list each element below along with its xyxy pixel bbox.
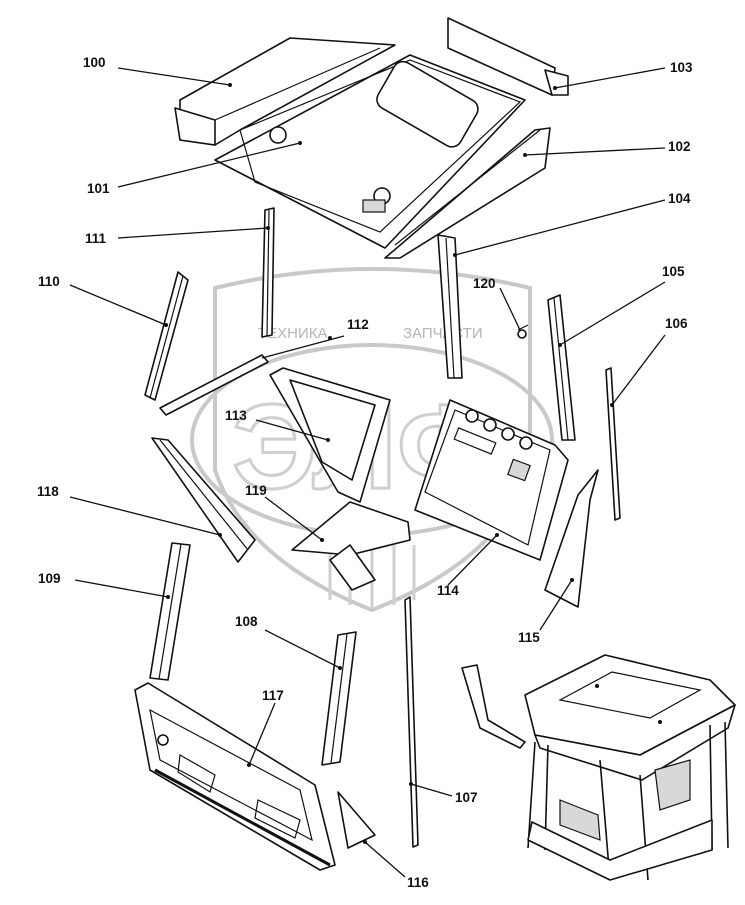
label-104: 104 — [668, 191, 691, 206]
leader-101 — [117, 142, 301, 188]
leader-104 — [454, 199, 666, 256]
leader-113 — [255, 419, 329, 441]
leader-106 — [611, 334, 666, 406]
leader-107 — [410, 783, 453, 797]
part-106-thin-post — [605, 367, 621, 521]
leader-111 — [117, 227, 269, 239]
leader-108 — [264, 629, 341, 669]
label-110: 110 — [38, 274, 60, 289]
label-113: 113 — [225, 408, 247, 423]
leader-116 — [364, 841, 406, 878]
watermark-text-right: ЗАПЧАСТИ — [403, 325, 483, 342]
label-114: 114 — [437, 583, 459, 598]
label-120: 120 — [473, 276, 496, 291]
part-113-door-frame — [269, 367, 391, 503]
label-101: 101 — [87, 181, 110, 196]
label-112: 112 — [347, 317, 369, 332]
loose-strip-part — [461, 664, 526, 749]
leader-115 — [539, 579, 573, 631]
label-109: 109 — [38, 571, 61, 586]
part-108-side-post — [321, 631, 357, 766]
part-107-long-bar — [404, 596, 419, 848]
callout-labels: 100 101 102 103 104 105 106 107 108 109 … — [37, 55, 693, 890]
leader-117 — [248, 702, 276, 766]
label-102: 102 — [668, 139, 691, 154]
part-109-rear-post — [149, 542, 191, 681]
leader-110 — [69, 284, 167, 326]
leader-103 — [554, 67, 666, 89]
label-115: 115 — [518, 630, 540, 645]
part-119-step-bracket — [291, 501, 411, 591]
label-119: 119 — [245, 483, 267, 498]
leader-lines — [69, 67, 666, 878]
label-111: 111 — [85, 231, 107, 246]
part-110-diagonal-post — [144, 271, 189, 401]
label-118: 118 — [37, 484, 59, 499]
label-100: 100 — [83, 55, 106, 70]
part-112-cross-bar — [159, 336, 332, 416]
part-114-dashboard-panel — [414, 399, 569, 561]
part-117-rear-wall-panel — [134, 682, 336, 871]
part-118-door-post — [151, 437, 256, 563]
part-102-roof-side-strip — [384, 127, 551, 259]
part-104-front-post — [437, 234, 463, 379]
part-105-front-right-post — [547, 294, 576, 441]
label-103: 103 — [670, 60, 693, 75]
leader-112 — [261, 335, 345, 359]
leader-114 — [447, 534, 498, 586]
part-103-roof-front-strip — [447, 17, 569, 96]
label-107: 107 — [455, 790, 478, 805]
part-101-roof-panel — [214, 54, 526, 249]
leader-118 — [69, 496, 221, 536]
leader-120 — [499, 287, 521, 331]
part-116-corner-piece — [337, 791, 376, 849]
leader-119 — [264, 496, 323, 541]
label-117: 117 — [262, 688, 284, 703]
label-108: 108 — [235, 614, 258, 629]
leader-109 — [74, 579, 169, 598]
assembled-cab-illustration — [524, 654, 736, 881]
leader-102 — [524, 147, 666, 156]
part-111-vertical-post — [261, 207, 275, 338]
label-105: 105 — [662, 264, 685, 279]
label-116: 116 — [407, 875, 429, 890]
leader-100 — [117, 67, 231, 86]
watermark-text-left: ТЕХНИКА — [258, 325, 328, 342]
part-120-bolt — [517, 324, 529, 339]
label-106: 106 — [665, 316, 688, 331]
leader-105 — [559, 281, 666, 346]
